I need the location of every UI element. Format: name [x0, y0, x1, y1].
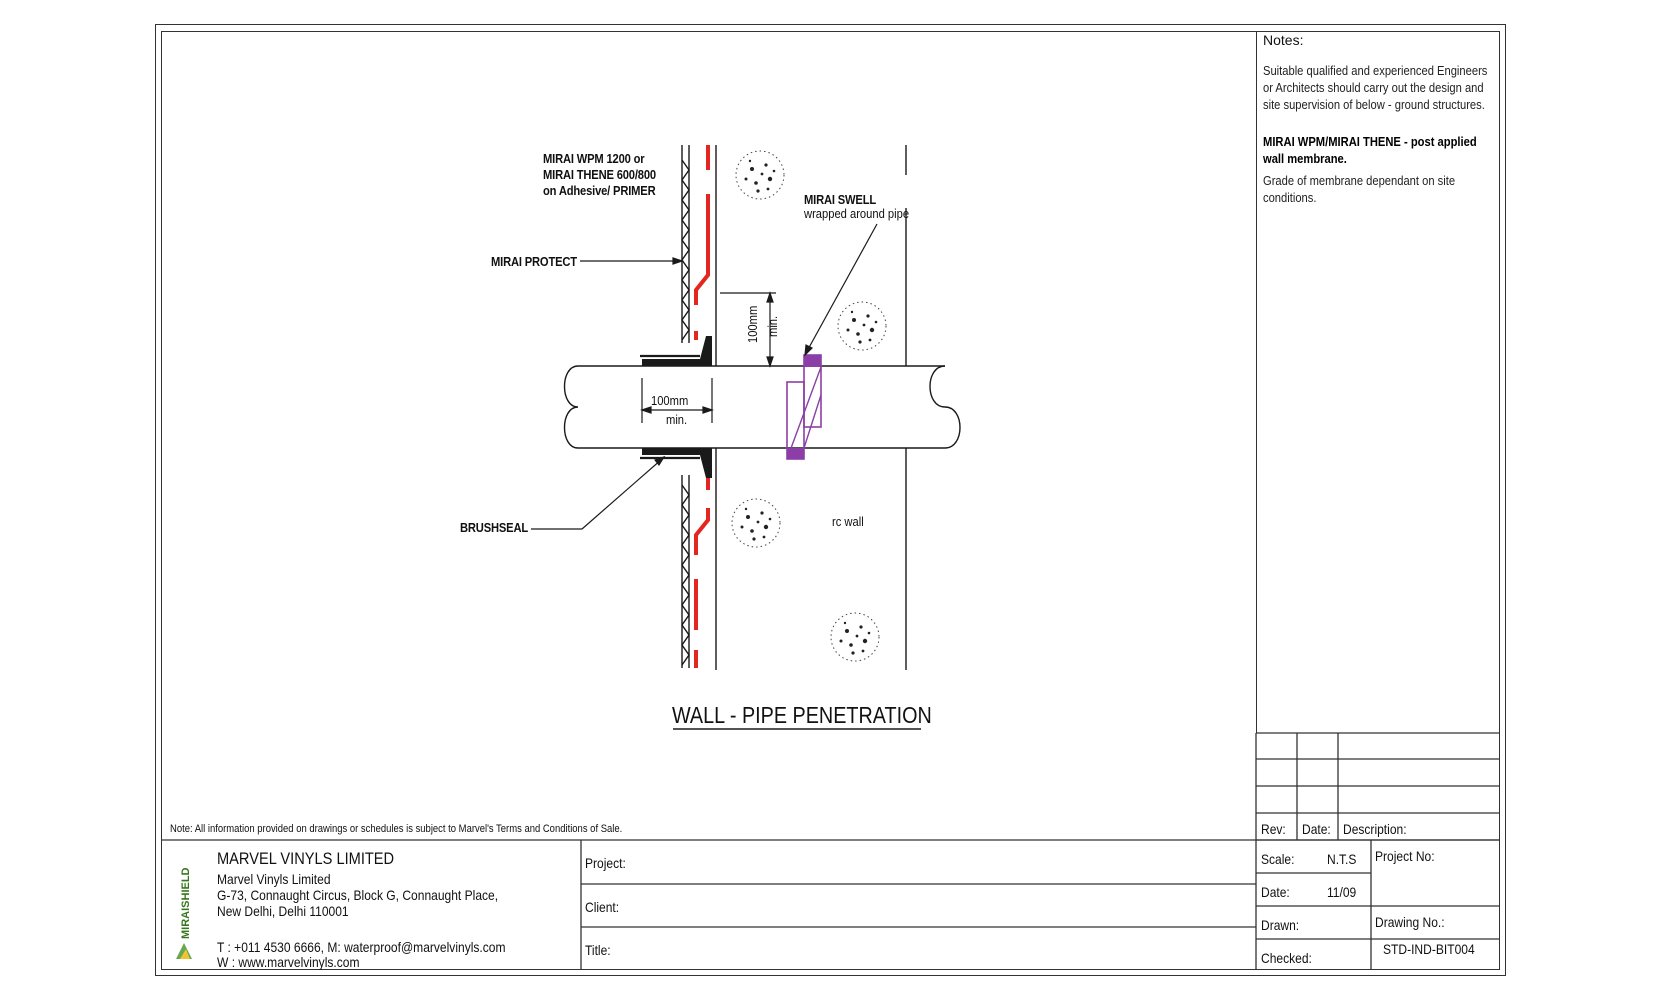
dim-horizontal-value: 100mm	[651, 393, 689, 408]
company-website: W : www.marvelvinyls.com	[217, 954, 360, 970]
date-value: 11/09	[1327, 884, 1357, 900]
label-mirai-swell: MIRAI SWELL	[804, 192, 877, 207]
checked-label: Checked:	[1261, 950, 1312, 966]
note-paragraph-1: Suitable qualified and experienced Engin…	[1263, 63, 1488, 112]
company-contact: T : +011 4530 6666, M: waterproof@marvel…	[217, 939, 506, 955]
project-label: Project:	[585, 855, 626, 871]
company-line-3: New Delhi, Delhi 110001	[217, 903, 349, 919]
brushseal-collar	[642, 336, 712, 478]
company-line-2: G-73, Connaught Circus, Block G, Connaug…	[217, 887, 499, 903]
rev-date-header: Date:	[1302, 821, 1331, 837]
dim-vertical-value: 100mm	[745, 305, 760, 343]
miraishield-logo: MIRAISHIELD	[170, 855, 198, 965]
label-membrane-line1: MIRAI WPM 1200 or	[543, 151, 645, 166]
dim-horizontal-min: min.	[666, 412, 688, 427]
drawing-no-value: STD-IND-BIT004	[1383, 941, 1475, 957]
rev-header: Rev:	[1261, 821, 1286, 837]
disclaimer-note: Note: All information provided on drawin…	[170, 823, 623, 835]
label-swell-wrapped: wrapped around pipe	[804, 206, 910, 221]
svg-text:MIRAISHIELD: MIRAISHIELD	[180, 867, 192, 939]
client-label: Client:	[585, 899, 620, 915]
label-membrane-line3: on Adhesive/ PRIMER	[543, 183, 656, 198]
company-name: MARVEL VINYLS LIMITED	[217, 849, 395, 868]
date-label: Date:	[1261, 884, 1290, 900]
label-rc-wall: rc wall	[832, 514, 864, 529]
title-label: Title:	[585, 942, 611, 958]
scale-value: N.T.S	[1327, 851, 1357, 867]
dim-vertical-min: min.	[765, 315, 780, 337]
mirai-swell-wrap	[786, 354, 822, 460]
drawing-frame-inner	[161, 31, 1500, 970]
pipe-break-right	[929, 365, 961, 449]
company-line-1: Marvel Vinyls Limited	[217, 871, 331, 887]
drawing-frame-outer	[155, 24, 1506, 976]
label-brushseal: BRUSHSEAL	[460, 520, 529, 535]
scale-label: Scale:	[1261, 851, 1295, 867]
aggregate-dots	[731, 150, 887, 662]
notes-title: Notes:	[1263, 32, 1304, 48]
drawing-title: WALL - PIPE PENETRATION	[672, 702, 932, 728]
drawn-label: Drawn:	[1261, 917, 1300, 933]
pipe-break-left	[563, 365, 579, 449]
leader-lines	[531, 223, 878, 530]
label-membrane-line2: MIRAI THENE 600/800	[543, 167, 656, 182]
dimension-lines	[640, 291, 776, 423]
note-paragraph-2: MIRAI WPM/MIRAI THENE - post applied wal…	[1263, 134, 1477, 166]
note-paragraph-3: Grade of membrane dependant on site cond…	[1263, 173, 1456, 205]
notes-panel	[1256, 31, 1500, 733]
label-mirai-protect: MIRAI PROTECT	[491, 254, 577, 269]
project-no-label: Project No:	[1375, 848, 1435, 864]
drawing-no-label: Drawing No.:	[1375, 914, 1445, 930]
rev-description-header: Description:	[1343, 821, 1407, 837]
